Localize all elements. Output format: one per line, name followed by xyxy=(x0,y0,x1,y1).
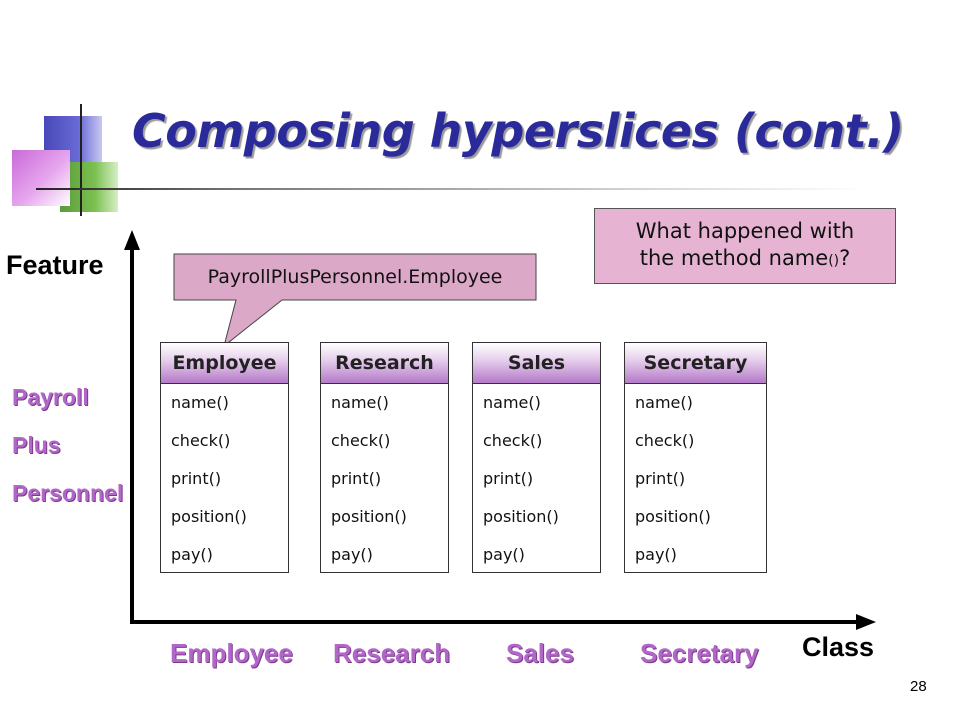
method-item: check() xyxy=(331,431,391,450)
class-box-title: Sales xyxy=(473,343,600,384)
callout-bubble xyxy=(173,253,537,348)
method-item: name() xyxy=(483,393,541,412)
class-label-employee: Employee xyxy=(170,638,293,668)
method-item: name() xyxy=(171,393,229,412)
method-item: print() xyxy=(171,469,222,488)
method-item: position() xyxy=(483,507,559,526)
title-underline xyxy=(36,188,866,190)
decor-vertical-line xyxy=(80,104,82,216)
class-box-sales: Sales name() check() print() position() … xyxy=(472,342,601,573)
page-number: 28 xyxy=(910,678,927,695)
method-item: print() xyxy=(331,469,382,488)
decor-pink-square xyxy=(12,150,70,206)
class-box-employee: Employee name() check() print() position… xyxy=(160,342,289,573)
feature-label-plus: Plus xyxy=(12,432,61,458)
slide-title: Composing hyperslices (cont.) xyxy=(132,104,904,158)
method-item: check() xyxy=(171,431,231,450)
method-item: position() xyxy=(171,507,247,526)
method-item: pay() xyxy=(331,545,373,564)
method-item: pay() xyxy=(171,545,213,564)
method-item: name() xyxy=(331,393,389,412)
note-question-mark: ? xyxy=(839,246,851,270)
class-label-secretary: Secretary xyxy=(640,638,759,668)
question-note: What happened with the method name()? xyxy=(594,208,896,284)
note-line-2: the method name()? xyxy=(595,245,895,275)
method-item: pay() xyxy=(635,545,677,564)
method-item: position() xyxy=(635,507,711,526)
class-box-title: Secretary xyxy=(625,343,766,384)
y-axis-label: Feature xyxy=(6,250,104,280)
arrow-up-icon xyxy=(124,230,140,250)
note-paren: () xyxy=(828,253,840,269)
class-box-title: Employee xyxy=(161,343,288,384)
method-item: print() xyxy=(635,469,686,488)
method-item: print() xyxy=(483,469,534,488)
method-item: name() xyxy=(635,393,693,412)
arrow-right-icon xyxy=(856,614,876,630)
method-item: pay() xyxy=(483,545,525,564)
class-box-title: Research xyxy=(321,343,448,384)
method-item: position() xyxy=(331,507,407,526)
method-item: check() xyxy=(483,431,543,450)
class-box-secretary: Secretary name() check() print() positio… xyxy=(624,342,767,573)
class-label-research: Research xyxy=(333,638,451,668)
callout-label: PayrollPlusPersonnel.Employee xyxy=(207,266,503,288)
class-label-sales: Sales xyxy=(506,638,574,668)
class-box-research: Research name() check() print() position… xyxy=(320,342,449,573)
note-line-1: What happened with xyxy=(635,219,855,243)
x-axis-label: Class xyxy=(802,632,875,662)
note-line-2-text: the method name xyxy=(639,246,829,270)
feature-label-payroll: Payroll xyxy=(12,384,89,410)
feature-label-personnel: Personnel xyxy=(12,480,124,506)
method-item: check() xyxy=(635,431,695,450)
